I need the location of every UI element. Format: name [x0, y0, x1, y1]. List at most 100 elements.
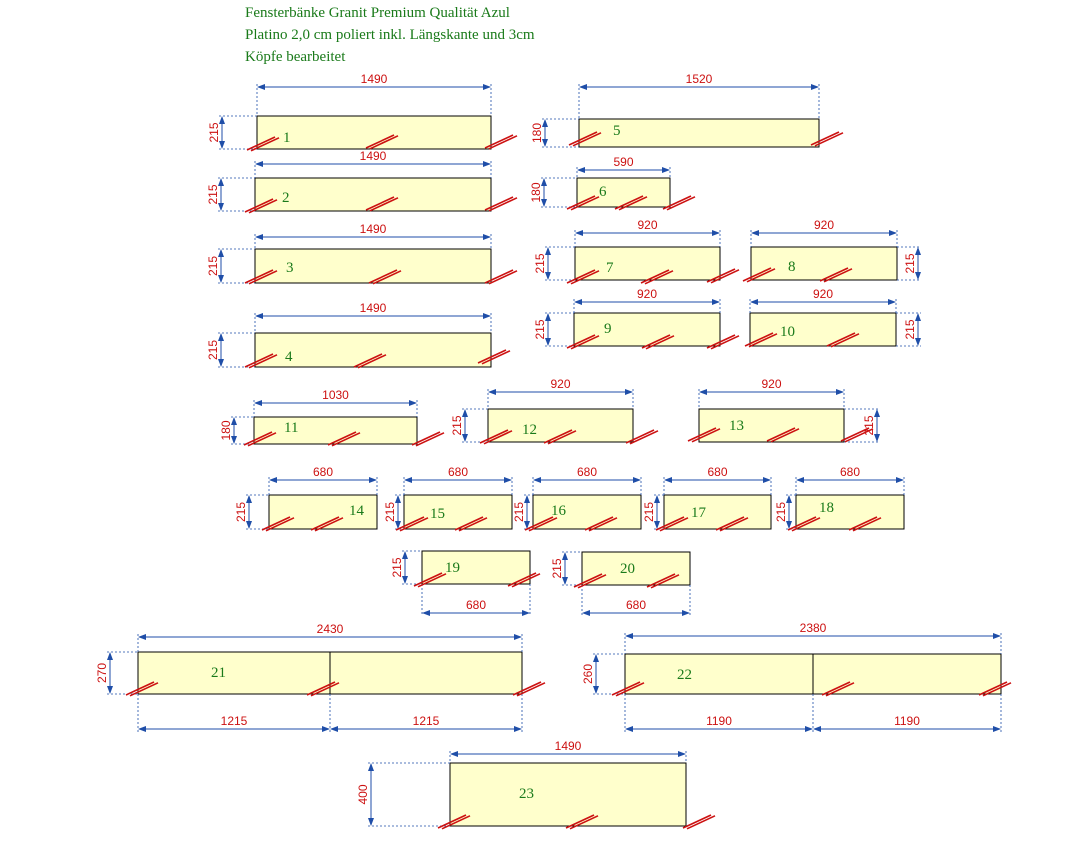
slab-number: 21 [211, 665, 226, 681]
edge-mark [570, 270, 600, 285]
segment-label: 1215 [221, 714, 248, 728]
edge-mark [243, 431, 273, 446]
edge-mark [710, 335, 740, 350]
edge-mark [488, 135, 518, 150]
length-label: 680 [840, 465, 860, 479]
slab-rect [578, 118, 820, 148]
depth-label: 215 [512, 502, 526, 522]
length-label: 920 [761, 377, 781, 391]
length-label: 680 [313, 465, 333, 479]
edge-mark [715, 516, 745, 531]
edge-mark [488, 270, 518, 285]
edge-mark [247, 432, 277, 447]
slab-rect [487, 408, 634, 443]
slab-rect [253, 416, 418, 445]
edge-mark [547, 430, 577, 445]
length-label: 680 [626, 598, 646, 612]
length-label: 1490 [360, 222, 387, 236]
slab-rect [449, 762, 687, 827]
edge-mark [787, 516, 817, 531]
edge-mark [821, 681, 851, 696]
length-label: 920 [637, 218, 657, 232]
slab-number: 7 [606, 260, 614, 276]
edge-mark [641, 334, 671, 349]
edge-mark [365, 196, 395, 211]
length-label: 680 [466, 598, 486, 612]
slab-number: 16 [551, 503, 567, 519]
slab-rect [795, 494, 905, 530]
depth-label: 215 [903, 319, 917, 339]
edge-mark [568, 131, 598, 146]
edge-mark [310, 516, 340, 531]
slab-number: 11 [284, 420, 298, 436]
edge-mark [265, 517, 295, 532]
edge-mark [248, 199, 278, 214]
depth-label: 270 [95, 663, 109, 683]
edge-mark [477, 349, 507, 364]
depth-label: 215 [383, 502, 397, 522]
edge-mark [666, 196, 696, 211]
slab-16: 16 680 215 [512, 465, 642, 532]
edge-mark [246, 136, 276, 151]
edge-mark [742, 267, 772, 282]
depth-label: 215 [206, 340, 220, 360]
edge-mark [584, 516, 614, 531]
edge-mark [417, 573, 447, 588]
edge-mark [618, 196, 648, 211]
edge-mark [484, 269, 514, 284]
edge-mark [411, 431, 441, 446]
depth-label: 215 [390, 557, 404, 577]
edge-mark [766, 427, 796, 442]
length-label: 1030 [322, 388, 349, 402]
slab-number: 9 [604, 321, 612, 337]
edge-mark [629, 430, 659, 445]
length-label: 1490 [555, 739, 582, 753]
edge-mark [710, 269, 740, 284]
edge-mark [646, 573, 676, 588]
edge-mark [569, 815, 599, 830]
slab-number: 20 [620, 561, 635, 577]
edge-mark [413, 572, 443, 587]
slab-number: 22 [677, 667, 692, 683]
edge-mark [662, 195, 692, 210]
edge-mark [640, 269, 670, 284]
slab-number: 5 [613, 123, 621, 139]
edge-mark [415, 432, 445, 447]
length-label: 1490 [360, 149, 387, 163]
edge-mark [844, 428, 874, 443]
length-label: 1520 [686, 72, 713, 86]
length-label: 680 [577, 465, 597, 479]
edge-mark [244, 269, 274, 284]
length-label: 920 [814, 218, 834, 232]
edge-mark [748, 333, 778, 348]
edge-mark [852, 517, 882, 532]
depth-label: 215 [533, 319, 547, 339]
segment-label: 1215 [413, 714, 440, 728]
title-line-3: Köpfe bearbeitet [245, 49, 346, 65]
edge-mark [437, 814, 467, 829]
edge-mark [129, 682, 159, 697]
slab-rect [581, 551, 691, 586]
length-label: 1490 [360, 301, 387, 315]
edge-mark [819, 267, 849, 282]
edge-mark [479, 429, 509, 444]
depth-label: 215 [206, 256, 220, 276]
edge-mark [810, 131, 840, 146]
length-label: 920 [550, 377, 570, 391]
edge-mark [719, 517, 749, 532]
length-label: 680 [707, 465, 727, 479]
depth-label: 215 [234, 502, 248, 522]
edge-mark [484, 196, 514, 211]
segment-label: 1190 [894, 714, 920, 728]
slab-rect [573, 312, 721, 347]
slab-rect [749, 312, 897, 347]
edge-mark [655, 516, 685, 531]
edge-mark [570, 335, 600, 350]
